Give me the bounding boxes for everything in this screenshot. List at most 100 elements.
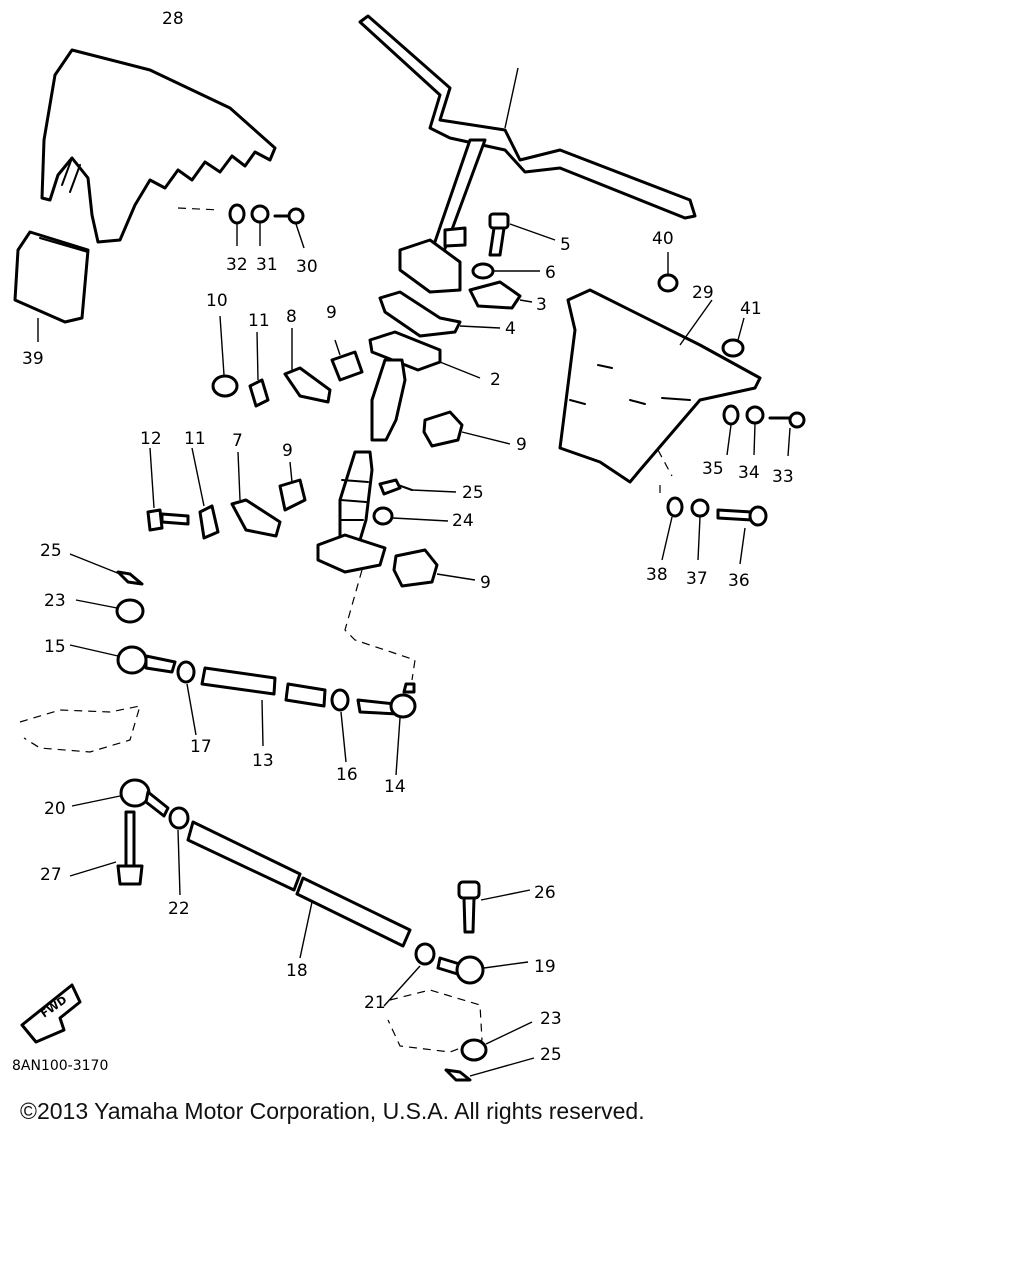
part-34-lock-washer [745, 405, 765, 456]
part-label: 14 [384, 777, 406, 797]
part-label: 9 [282, 441, 293, 461]
part-11-clamp-b [191, 447, 220, 540]
part-33-bolt [768, 411, 806, 457]
part-29-rear-cover [558, 288, 762, 496]
part-label: 25 [462, 483, 484, 503]
part-label: 12 [140, 429, 162, 449]
part-label: 18 [286, 961, 308, 981]
part-label: 11 [184, 429, 206, 449]
part-13-tie-rod [200, 666, 327, 747]
part-labels: 28 32 31 30 39 5 6 3 4 40 29 41 10 11 8 … [22, 9, 794, 1065]
part-17-lock-nut [176, 660, 197, 736]
part-label: 40 [652, 229, 674, 249]
part-3-holder [468, 280, 533, 310]
steering-shaft-lower [316, 450, 416, 681]
part-15-tie-rod-end [69, 644, 177, 675]
part-label: 7 [232, 431, 243, 451]
part-28-front-cover [40, 48, 277, 244]
part-25-cotter-pin-b [69, 553, 144, 586]
part-label: 23 [540, 1009, 562, 1029]
part-31-lock-washer [250, 204, 270, 246]
part-22-lock-nut [168, 806, 190, 896]
part-label: 15 [44, 637, 66, 657]
frame-sketch-bottom [387, 989, 483, 1053]
part-label: 3 [536, 295, 547, 315]
part-label: 19 [534, 957, 556, 977]
part-label: 25 [40, 541, 62, 561]
steering-exploded-diagram: FWD 8AN100-3170 28 32 31 30 39 5 6 3 4 4… [12, 9, 806, 1082]
part-14-tie-rod-end [356, 682, 417, 776]
part-label: 32 [226, 255, 248, 275]
part-label: 9 [326, 303, 337, 323]
part-label: 27 [40, 865, 62, 885]
part-9-grommet-a [330, 339, 364, 382]
part-25-cotter-pin-c [444, 1057, 535, 1082]
part-25-cotter-pin-a [378, 478, 457, 496]
part-26-bolt [457, 880, 531, 934]
part-label: 37 [686, 569, 708, 589]
part-12-bolt [146, 447, 190, 532]
part-36-bolt [716, 505, 768, 565]
part-23-nut-b [460, 1021, 533, 1062]
part-label: 34 [738, 463, 760, 483]
fwd-arrow-icon: FWD [20, 983, 82, 1044]
part-label: 10 [206, 291, 228, 311]
part-label: 26 [534, 883, 556, 903]
part-label: 6 [545, 263, 556, 283]
part-label: 4 [505, 319, 516, 339]
part-11-clamp-a [248, 331, 270, 408]
part-label: 20 [44, 799, 66, 819]
part-6-nut [471, 262, 540, 280]
part-16-lock-nut [330, 688, 350, 763]
part-35-washer [722, 404, 740, 456]
part-9-grommet-b [422, 410, 511, 448]
part-24-nut [372, 506, 449, 526]
handlebar [358, 14, 697, 220]
part-27-bolt [69, 810, 144, 886]
part-label: 29 [692, 283, 714, 303]
part-2-steering-shaft [368, 330, 481, 442]
part-label: 25 [540, 1045, 562, 1065]
part-label: 23 [44, 591, 66, 611]
part-label: 11 [248, 311, 270, 331]
part-label: 36 [728, 571, 750, 591]
part-label: 41 [740, 299, 762, 319]
part-37-lock-washer [690, 498, 710, 561]
part-38-washer [661, 496, 684, 561]
part-8-bracket [283, 328, 332, 404]
part-19-tie-rod-end [436, 955, 529, 985]
part-label: 2 [490, 370, 501, 390]
part-label: 24 [452, 511, 474, 531]
part-label: 38 [646, 565, 668, 585]
part-9-grommet-d [392, 548, 476, 588]
part-label: 33 [772, 467, 794, 487]
part-label: 8 [286, 307, 297, 327]
part-21-lock-nut [383, 942, 436, 1007]
part-label: 9 [516, 435, 527, 455]
part-label: 9 [480, 573, 491, 593]
part-39-pad [13, 230, 90, 342]
part-label: 30 [296, 257, 318, 277]
part-20-tie-rod-end [71, 778, 170, 818]
part-5-bolt [488, 212, 556, 257]
part-label: 28 [162, 9, 184, 29]
part-10-cap [211, 315, 239, 398]
part-32-washer [228, 203, 246, 246]
part-9-grommet-c [278, 461, 307, 512]
part-label: 5 [560, 235, 571, 255]
part-label: 22 [168, 899, 190, 919]
part-7-bracket [230, 451, 282, 538]
part-41-grommet [721, 317, 745, 358]
part-label: 21 [364, 993, 386, 1013]
part-23-nut-a [75, 598, 145, 624]
diagram-code: 8AN100-3170 [12, 1058, 108, 1074]
part-40-grommet [657, 252, 679, 293]
part-4-holder [378, 290, 501, 338]
part-label: 39 [22, 349, 44, 369]
frame-sketch-left [19, 705, 141, 753]
part-label: 16 [336, 765, 358, 785]
part-label: 35 [702, 459, 724, 479]
part-30-bolt [273, 207, 305, 249]
part-18-tie-rod [186, 820, 412, 959]
part-label: 13 [252, 751, 274, 771]
